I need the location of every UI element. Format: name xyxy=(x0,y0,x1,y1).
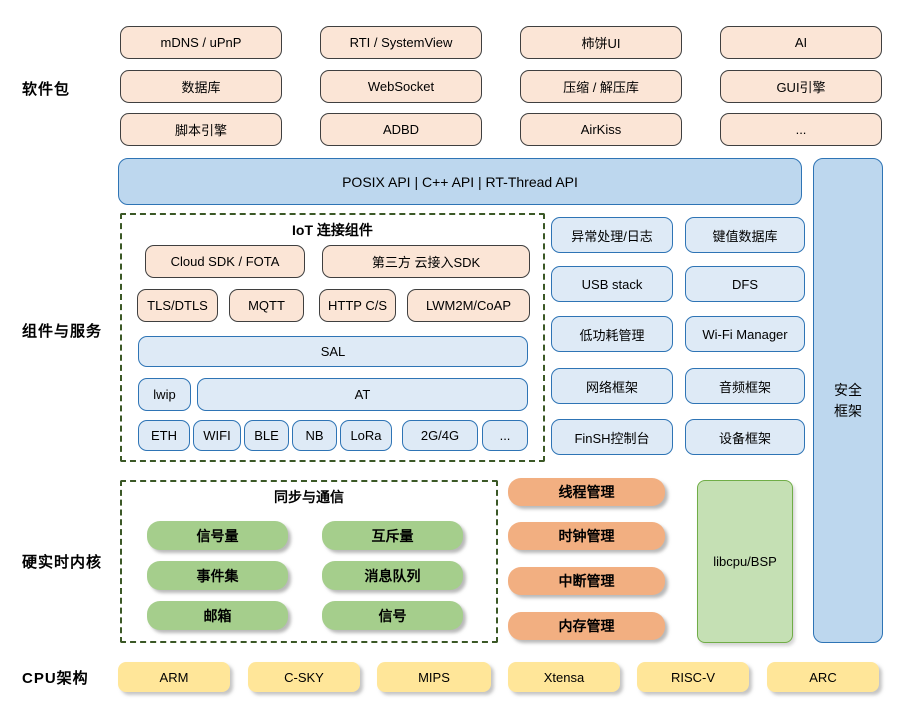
protocol-box: HTTP C/S xyxy=(319,289,396,322)
link-box: ... xyxy=(482,420,528,451)
link-box: ETH xyxy=(138,420,190,451)
package-box: mDNS / uPnP xyxy=(120,26,282,59)
sync-box: 信号量 xyxy=(147,521,288,550)
package-box: 数据库 xyxy=(120,70,282,103)
sync-group-box xyxy=(120,480,498,643)
sal-box: SAL xyxy=(138,336,528,367)
cpu-box: RISC-V xyxy=(637,662,749,692)
package-box: RTI / SystemView xyxy=(320,26,482,59)
cpu-box: ARC xyxy=(767,662,879,692)
sync-box: 邮箱 xyxy=(147,601,288,630)
package-box: WebSocket xyxy=(320,70,482,103)
side-label-components: 组件与服务 xyxy=(22,323,103,340)
cpu-box: MIPS xyxy=(377,662,491,692)
service-box: DFS xyxy=(685,266,805,302)
service-box: 设备框架 xyxy=(685,419,805,455)
link-box: BLE xyxy=(244,420,289,451)
kernel-box: 时钟管理 xyxy=(508,522,665,550)
service-box: 低功耗管理 xyxy=(551,316,673,352)
cpu-box: ARM xyxy=(118,662,230,692)
cpu-box: Xtensa xyxy=(508,662,620,692)
link-box: WIFI xyxy=(193,420,241,451)
cpu-box: C-SKY xyxy=(248,662,360,692)
protocol-box: TLS/DTLS xyxy=(137,289,218,322)
link-box: LoRa xyxy=(340,420,392,451)
side-label-kernel: 硬实时内核 xyxy=(22,554,103,571)
service-box: 音频框架 xyxy=(685,368,805,404)
third-party-sdk-box: 第三方 云接入SDK xyxy=(322,245,530,278)
iot-group-box xyxy=(120,213,545,462)
cloud-sdk-box: Cloud SDK / FOTA xyxy=(145,245,305,278)
kernel-box: 中断管理 xyxy=(508,567,665,595)
sync-box: 消息队列 xyxy=(322,561,463,590)
protocol-box: LWM2M/CoAP xyxy=(407,289,530,322)
package-box: AirKiss xyxy=(520,113,682,146)
side-label-packages: 软件包 xyxy=(22,81,71,98)
service-box: 键值数据库 xyxy=(685,217,805,253)
package-box: ... xyxy=(720,113,882,146)
service-box: 异常处理/日志 xyxy=(551,217,673,253)
package-box: GUI引擎 xyxy=(720,70,882,103)
service-box: FinSH控制台 xyxy=(551,419,673,455)
lwip-box: lwip xyxy=(138,378,191,411)
sync-box: 事件集 xyxy=(147,561,288,590)
service-box: Wi-Fi Manager xyxy=(685,316,805,352)
package-box: 脚本引擎 xyxy=(120,113,282,146)
link-box: 2G/4G xyxy=(402,420,478,451)
link-box: NB xyxy=(292,420,337,451)
side-label-cpu: CPU架构 xyxy=(22,670,89,687)
service-box: USB stack xyxy=(551,266,673,302)
iot-group-title: IoT 连接组件 xyxy=(292,222,373,238)
libcpu-bsp-box: libcpu/BSP xyxy=(697,480,793,643)
kernel-box: 线程管理 xyxy=(508,478,665,506)
package-box: 柿饼UI xyxy=(520,26,682,59)
sync-box: 互斥量 xyxy=(322,521,463,550)
kernel-box: 内存管理 xyxy=(508,612,665,640)
package-box: ADBD xyxy=(320,113,482,146)
security-framework-box: 安全 框架 xyxy=(813,158,883,643)
at-box: AT xyxy=(197,378,528,411)
sync-box: 信号 xyxy=(322,601,463,630)
api-bar: POSIX API | C++ API | RT-Thread API xyxy=(118,158,802,205)
package-box: AI xyxy=(720,26,882,59)
package-box: 压缩 / 解压库 xyxy=(520,70,682,103)
service-box: 网络框架 xyxy=(551,368,673,404)
protocol-box: MQTT xyxy=(229,289,304,322)
sync-group-title: 同步与通信 xyxy=(274,489,344,505)
